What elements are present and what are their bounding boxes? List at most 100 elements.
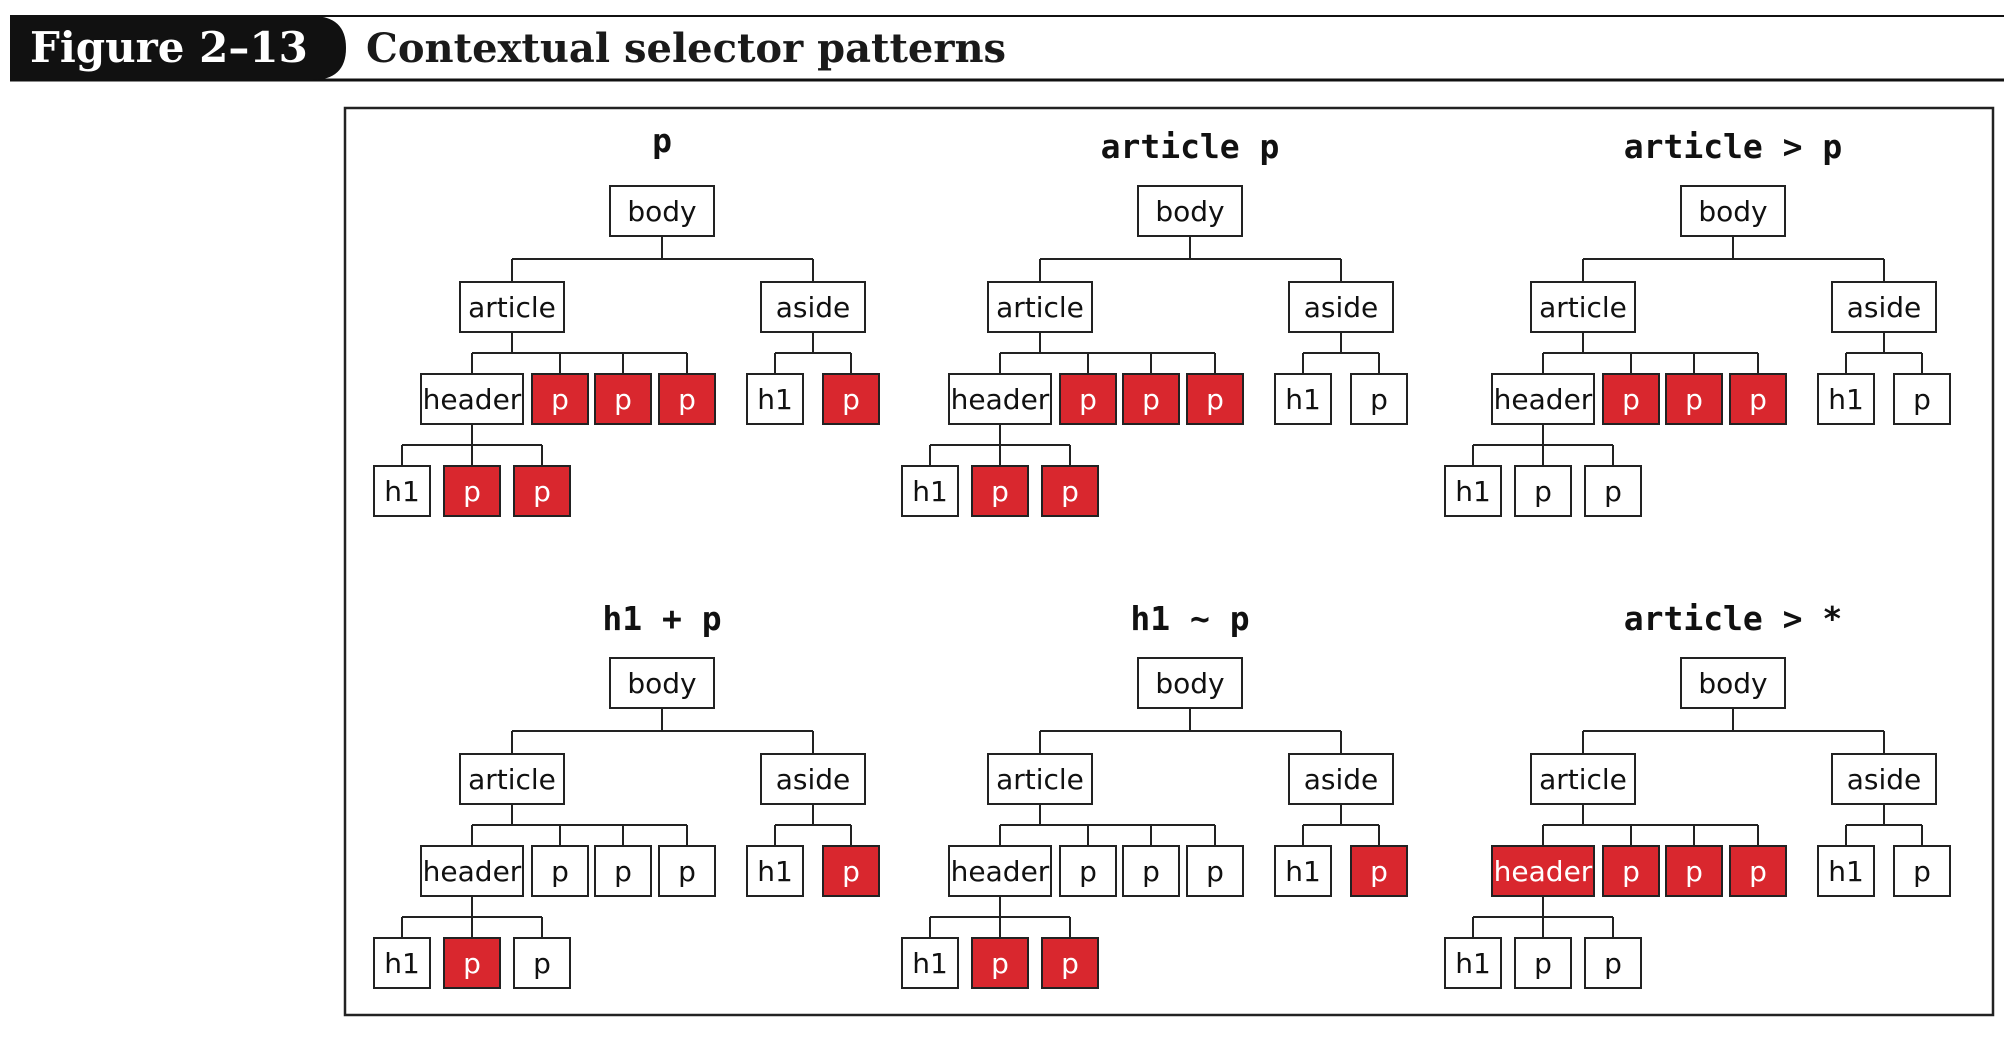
node-header-h1-box bbox=[1444, 465, 1502, 517]
node-article-p-label: p bbox=[1749, 855, 1767, 888]
node-header-h1-label: h1 bbox=[912, 475, 948, 508]
node-aside-h1-label: h1 bbox=[1285, 383, 1321, 416]
node-article-box bbox=[1530, 281, 1636, 333]
node-aside-h1-label: h1 bbox=[1285, 855, 1321, 888]
node-header-p-box bbox=[1584, 465, 1642, 517]
node-aside-p-label: p bbox=[1913, 383, 1931, 416]
node-article-p-box bbox=[1602, 373, 1660, 425]
node-header-p-label: p bbox=[463, 475, 481, 508]
node-article-p-label: p bbox=[614, 383, 632, 416]
node-header-box bbox=[948, 373, 1052, 425]
edge-header bbox=[929, 424, 1071, 466]
figure-header: Figure 2–13 Contextual selector patterns bbox=[10, 15, 2004, 82]
diagram-frame bbox=[343, 106, 1995, 1017]
node-aside-p-label: p bbox=[1913, 855, 1931, 888]
node-article-p-label: p bbox=[1142, 855, 1160, 888]
node-body-label: body bbox=[1698, 195, 1767, 228]
node-header-p-label: p bbox=[991, 475, 1009, 508]
node-aside-h1-label: h1 bbox=[1828, 383, 1864, 416]
edge-aside bbox=[1845, 332, 1923, 374]
node-header-label: header bbox=[951, 855, 1050, 888]
node-aside-p-box bbox=[1350, 845, 1408, 897]
node-header-label: header bbox=[1494, 383, 1593, 416]
node-article-p-box bbox=[1186, 845, 1244, 897]
edge-header bbox=[1472, 424, 1614, 466]
edge-aside bbox=[1845, 804, 1923, 846]
edge-body bbox=[1582, 708, 1885, 754]
node-header-h1-label: h1 bbox=[1455, 947, 1491, 980]
edge-body bbox=[511, 708, 814, 754]
node-body-label: body bbox=[1155, 667, 1224, 700]
edge-article bbox=[1542, 804, 1759, 846]
edge-aside bbox=[774, 332, 852, 374]
node-body-label: body bbox=[627, 667, 696, 700]
node-article-p-label: p bbox=[614, 855, 632, 888]
edge-aside bbox=[1302, 804, 1380, 846]
node-aside-p-box bbox=[1893, 845, 1951, 897]
node-article-p-box bbox=[1059, 373, 1117, 425]
node-header-h1-box bbox=[901, 937, 959, 989]
node-aside-box bbox=[1831, 753, 1937, 805]
node-article-p-label: p bbox=[1685, 855, 1703, 888]
node-header-h1-box bbox=[373, 465, 431, 517]
node-body-label: body bbox=[627, 195, 696, 228]
node-aside-p-label: p bbox=[842, 383, 860, 416]
node-header-box bbox=[1491, 845, 1595, 897]
node-aside-p-label: p bbox=[842, 855, 860, 888]
node-article-p-label: p bbox=[1206, 855, 1224, 888]
selector-label: article > * bbox=[1624, 599, 1843, 638]
node-article-p-label: p bbox=[1749, 383, 1767, 416]
node-header-label: header bbox=[951, 383, 1050, 416]
node-header-p-label: p bbox=[533, 947, 551, 980]
node-body-box bbox=[1680, 185, 1786, 237]
node-article-label: article bbox=[1539, 763, 1627, 796]
node-header-h1-label: h1 bbox=[1455, 475, 1491, 508]
node-header-h1-box bbox=[373, 937, 431, 989]
node-article-p-box bbox=[1059, 845, 1117, 897]
node-header-h1-label: h1 bbox=[912, 947, 948, 980]
node-header-label: header bbox=[1494, 855, 1593, 888]
diagrams-layer: p body article aside header p p p h1 p h1 p p article… bbox=[373, 121, 1951, 989]
edge-article bbox=[471, 804, 688, 846]
node-aside-label: aside bbox=[1847, 291, 1922, 324]
node-article-p-label: p bbox=[678, 383, 696, 416]
node-article-p-box bbox=[1122, 373, 1180, 425]
node-aside-p-label: p bbox=[1370, 383, 1388, 416]
node-aside-h1-label: h1 bbox=[757, 855, 793, 888]
node-aside-label: aside bbox=[1847, 763, 1922, 796]
selector-label: p bbox=[652, 121, 672, 160]
node-header-p-label: p bbox=[533, 475, 551, 508]
node-article-p-box bbox=[594, 373, 652, 425]
node-aside-h1-box bbox=[1817, 373, 1875, 425]
node-article-p-box bbox=[531, 373, 589, 425]
node-header-h1-box bbox=[1444, 937, 1502, 989]
node-article-p-box bbox=[594, 845, 652, 897]
node-article-p-label: p bbox=[1142, 383, 1160, 416]
edge-body bbox=[1582, 236, 1885, 282]
node-header-p-box bbox=[971, 465, 1029, 517]
node-article-p-box bbox=[1122, 845, 1180, 897]
node-header-h1-label: h1 bbox=[384, 475, 420, 508]
node-article-label: article bbox=[1539, 291, 1627, 324]
node-aside-h1-box bbox=[1274, 373, 1332, 425]
node-header-label: header bbox=[423, 383, 522, 416]
node-header-h1-box bbox=[901, 465, 959, 517]
node-aside-label: aside bbox=[1304, 291, 1379, 324]
node-aside-h1-label: h1 bbox=[1828, 855, 1864, 888]
node-header-p-label: p bbox=[463, 947, 481, 980]
edge-article bbox=[471, 332, 688, 374]
node-article-p-label: p bbox=[1079, 855, 1097, 888]
node-article-box bbox=[987, 281, 1093, 333]
node-article-p-box bbox=[658, 373, 716, 425]
node-article-label: article bbox=[468, 291, 556, 324]
node-body-box bbox=[1137, 657, 1243, 709]
node-header-p-box bbox=[1041, 937, 1099, 989]
node-header-p-label: p bbox=[1534, 475, 1552, 508]
node-header-p-label: p bbox=[1061, 947, 1079, 980]
edge-aside bbox=[1302, 332, 1380, 374]
node-article-p-label: p bbox=[551, 383, 569, 416]
node-header-h1-label: h1 bbox=[384, 947, 420, 980]
node-header-p-box bbox=[443, 465, 501, 517]
